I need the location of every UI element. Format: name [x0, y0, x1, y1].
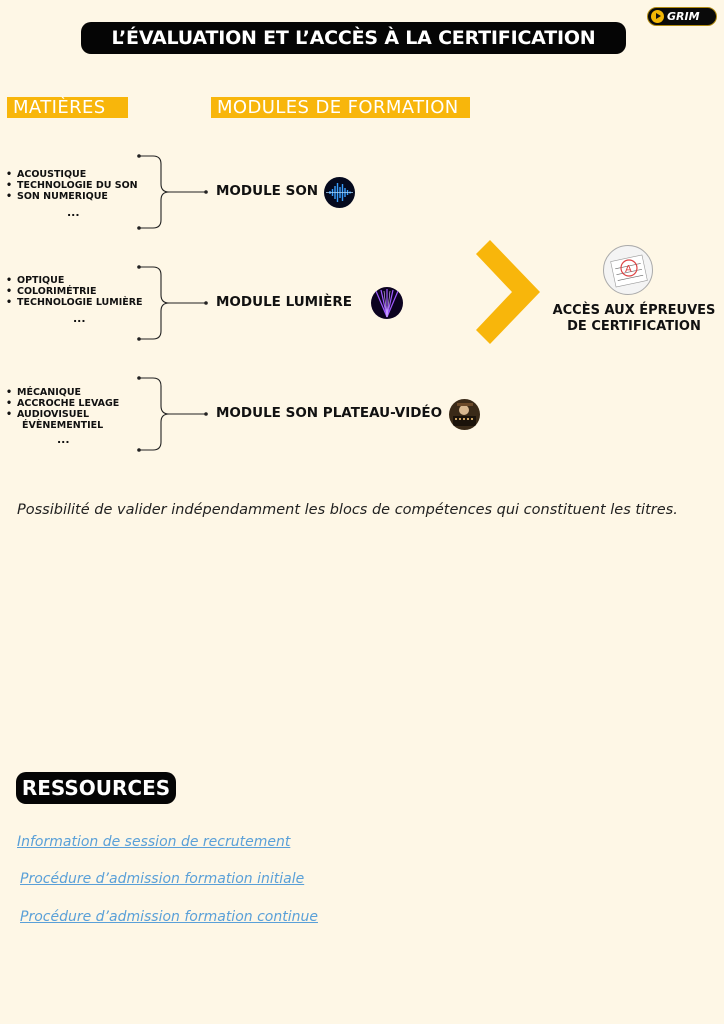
subject-item: SON NUMERIQUE: [4, 191, 138, 202]
exam-sheet-icon: A: [603, 245, 653, 295]
module-plateau-label: MODULE SON PLATEAU-VIDÉO: [216, 405, 443, 421]
module-lumiere-label: MODULE LUMIÈRE: [216, 294, 352, 310]
certification-access-text: ACCÈS AUX ÉPREUVES DE CERTIFICATION: [545, 303, 723, 335]
light-beams-icon: [371, 287, 403, 319]
svg-text:A: A: [625, 264, 632, 275]
link-continuing-training-admission[interactable]: Procédure d’admission formation continue: [20, 909, 318, 925]
sound-wave-icon: [324, 177, 355, 208]
modules-label: MODULES DE FORMATION: [211, 97, 470, 118]
subject-item: TECHNOLOGIE DU SON: [4, 180, 138, 191]
subject-item: AUDIOVISUEL: [4, 409, 119, 420]
more-ellipsis: ...: [57, 433, 70, 446]
validation-note: Possibilité de valider indépendamment le…: [17, 502, 678, 518]
more-ellipsis: ...: [67, 206, 80, 219]
more-ellipsis: ...: [73, 312, 86, 325]
subject-item: ÉVÈNEMENTIEL: [22, 420, 104, 431]
subject-group-plateau: MÉCANIQUE ACCROCHE LEVAGE AUDIOVISUEL ÉV…: [4, 387, 119, 431]
subject-group-son: ACOUSTIQUE TECHNOLOGIE DU SON SON NUMERI…: [4, 169, 138, 202]
page-title: L’ÉVALUATION ET L’ACCÈS À LA CERTIFICATI…: [81, 22, 626, 54]
link-initial-training-admission[interactable]: Procédure d’admission formation initiale: [20, 871, 305, 887]
subject-item: COLORIMÉTRIE: [4, 286, 143, 297]
grim-logo[interactable]: GRIM: [647, 7, 717, 26]
chevron-right-icon: [476, 240, 540, 344]
brace-connector: [137, 265, 208, 341]
certification-line-1: ACCÈS AUX ÉPREUVES: [552, 303, 716, 318]
subject-item: OPTIQUE: [4, 275, 143, 286]
play-icon: [651, 10, 664, 23]
brace-connector: [137, 376, 208, 452]
link-recruitment-session[interactable]: Information de session de recrutement: [17, 834, 291, 850]
certification-line-2: DE CERTIFICATION: [567, 319, 701, 334]
subject-item: MÉCANIQUE: [4, 387, 119, 398]
subject-group-lumiere: OPTIQUE COLORIMÉTRIE TECHNOLOGIE LUMIÈRE: [4, 275, 143, 308]
mixing-desk-icon: [449, 399, 480, 430]
subjects-label: MATIÈRES: [7, 97, 128, 118]
module-son-label: MODULE SON: [216, 183, 319, 199]
subject-item: ACCROCHE LEVAGE: [4, 398, 119, 409]
logo-text: GRIM: [667, 10, 700, 23]
brace-connector: [137, 154, 208, 230]
subject-item: TECHNOLOGIE LUMIÈRE: [4, 297, 143, 308]
subject-item: ACOUSTIQUE: [4, 169, 138, 180]
resources-title: RESSOURCES: [16, 772, 176, 804]
